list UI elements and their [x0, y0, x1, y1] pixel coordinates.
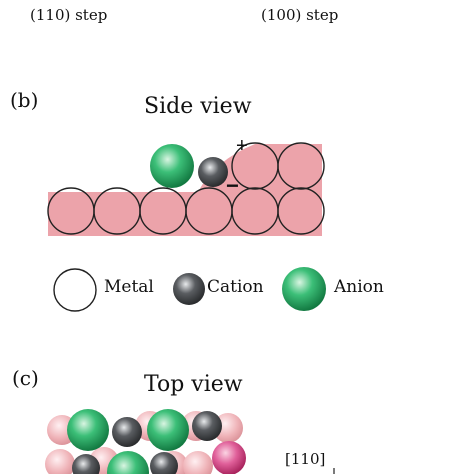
metal-substrate	[48, 144, 322, 236]
step-110-label: (110) step	[30, 6, 108, 24]
side-view-title: Side view	[144, 94, 252, 119]
top-view-lattice	[45, 409, 246, 474]
direction-label: [110]	[285, 450, 326, 468]
cation-legend-icon	[173, 273, 205, 305]
plus-sign: +	[236, 135, 248, 157]
minus-sign: −	[226, 173, 239, 198]
panel-b-label: (b)	[10, 88, 39, 112]
anion-atom-side	[150, 144, 194, 188]
step-100-label: (100) step	[261, 6, 339, 24]
cation-atom-side	[198, 157, 228, 187]
anion-legend-icon	[282, 267, 326, 311]
top-view-title: Top view	[144, 372, 243, 397]
legend-anion-label: Anion	[334, 277, 384, 297]
panel-c-label: (c)	[12, 366, 39, 390]
legend-metal-label: Metal	[104, 277, 154, 297]
legend-cation-label: Cation	[207, 277, 264, 297]
metal-atoms-side	[47, 142, 325, 235]
metal-legend-icon	[53, 268, 97, 312]
